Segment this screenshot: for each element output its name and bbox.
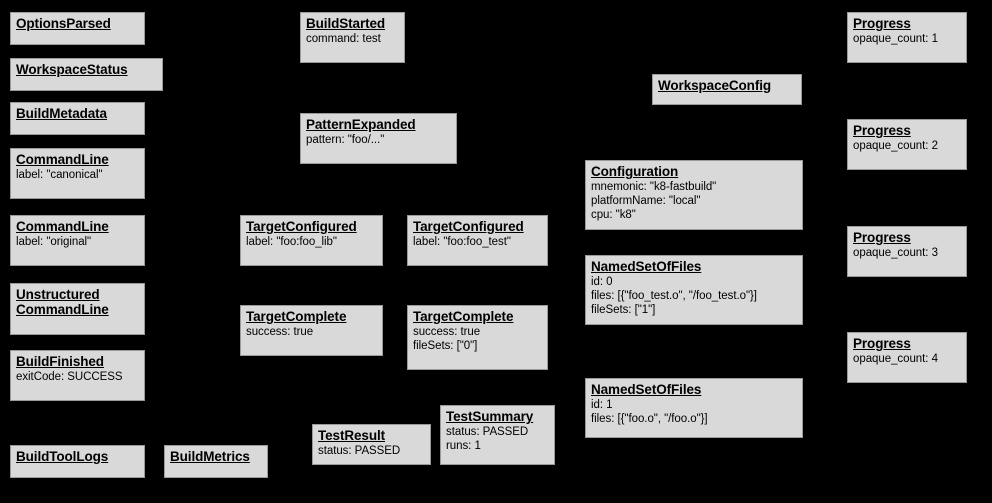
node-title: BuildStarted <box>306 16 386 31</box>
node-target-configured-foo-test[interactable]: TargetConfigured label: "foo:foo_test" <box>407 215 548 266</box>
node-title: Unstructured CommandLine <box>16 287 109 317</box>
node-fields: status: PASSED runs: 1 <box>446 426 529 452</box>
node-title: Progress <box>853 230 911 245</box>
node-build-metrics[interactable]: BuildMetrics <box>164 445 268 478</box>
node-named-set-of-files-0[interactable]: NamedSetOfFiles id: 0 files: [{"foo_test.… <box>585 255 803 325</box>
node-configuration[interactable]: Configuration mnemonic: "k8-fastbuild" pl… <box>585 160 803 230</box>
node-progress-2[interactable]: Progress opaque_count: 2 <box>847 119 967 170</box>
node-title: BuildMetrics <box>170 449 250 464</box>
node-fields: id: 0 files: [{"foo_test.o", "/foo_test.… <box>591 276 757 316</box>
node-progress-4[interactable]: Progress opaque_count: 4 <box>847 332 967 383</box>
node-target-complete-foo-lib[interactable]: TargetComplete success: true <box>240 305 383 356</box>
node-title: PatternExpanded <box>306 117 416 132</box>
node-title: BuildMetadata <box>16 106 107 121</box>
node-title: TargetConfigured <box>413 219 524 234</box>
node-unstructured-command-line[interactable]: Unstructured CommandLine <box>10 283 145 335</box>
node-fields: command: test <box>306 33 381 45</box>
node-workspace-config[interactable]: WorkspaceConfig <box>652 74 802 105</box>
node-workspace-status[interactable]: WorkspaceStatus <box>10 58 163 91</box>
node-fields: opaque_count: 1 <box>853 33 938 45</box>
node-fields: label: "foo:foo_test" <box>413 236 511 248</box>
node-target-complete-foo-test[interactable]: TargetComplete success: true fileSets: ["… <box>407 305 548 370</box>
node-command-line-original[interactable]: CommandLine label: "original" <box>10 215 145 266</box>
node-title: TestResult <box>318 428 386 443</box>
node-title: WorkspaceStatus <box>16 62 128 77</box>
node-title: Progress <box>853 336 911 351</box>
node-named-set-of-files-1[interactable]: NamedSetOfFiles id: 1 files: [{"foo.o", "… <box>585 378 803 438</box>
node-title: Progress <box>853 16 911 31</box>
node-title: Progress <box>853 123 911 138</box>
node-options-parsed[interactable]: OptionsParsed <box>10 12 145 45</box>
node-title: NamedSetOfFiles <box>591 259 702 274</box>
node-build-started[interactable]: BuildStarted command: test <box>300 12 405 63</box>
node-target-configured-foo-lib[interactable]: TargetConfigured label: "foo:foo_lib" <box>240 215 383 266</box>
node-title: CommandLine <box>16 152 109 167</box>
node-title: BuildToolLogs <box>16 449 109 464</box>
node-fields: pattern: "foo/..." <box>306 134 385 146</box>
node-fields: id: 1 files: [{"foo.o", "/foo.o"}] <box>591 399 708 425</box>
node-build-tool-logs[interactable]: BuildToolLogs <box>10 445 145 478</box>
node-fields: success: true fileSets: ["0"] <box>413 326 481 352</box>
node-title: OptionsParsed <box>16 16 111 31</box>
node-fields: label: "canonical" <box>16 169 103 181</box>
node-fields: mnemonic: "k8-fastbuild" platformName: "… <box>591 181 717 221</box>
node-test-summary[interactable]: TestSummary status: PASSED runs: 1 <box>440 405 555 465</box>
node-title: TargetComplete <box>413 309 514 324</box>
node-fields: opaque_count: 2 <box>853 140 938 152</box>
node-title: TestSummary <box>446 409 534 424</box>
node-test-result[interactable]: TestResult status: PASSED <box>312 424 431 465</box>
node-fields: label: "original" <box>16 236 92 248</box>
node-fields: status: PASSED <box>318 445 401 457</box>
node-title: BuildFinished <box>16 354 104 369</box>
node-build-metadata[interactable]: BuildMetadata <box>10 102 145 135</box>
node-progress-3[interactable]: Progress opaque_count: 3 <box>847 226 967 277</box>
node-title: Configuration <box>591 164 679 179</box>
node-fields: opaque_count: 4 <box>853 353 938 365</box>
node-title: CommandLine <box>16 219 109 234</box>
node-fields: label: "foo:foo_lib" <box>246 236 337 248</box>
node-fields: opaque_count: 3 <box>853 247 938 259</box>
node-build-finished[interactable]: BuildFinished exitCode: SUCCESS <box>10 350 145 401</box>
node-pattern-expanded[interactable]: PatternExpanded pattern: "foo/..." <box>300 113 457 164</box>
node-title: TargetComplete <box>246 309 347 324</box>
node-fields: exitCode: SUCCESS <box>16 371 123 383</box>
node-progress-1[interactable]: Progress opaque_count: 1 <box>847 12 967 63</box>
node-fields: success: true <box>246 326 314 338</box>
node-command-line-canonical[interactable]: CommandLine label: "canonical" <box>10 148 145 199</box>
node-title: WorkspaceConfig <box>658 78 772 93</box>
node-title: TargetConfigured <box>246 219 357 234</box>
node-title: NamedSetOfFiles <box>591 382 702 397</box>
